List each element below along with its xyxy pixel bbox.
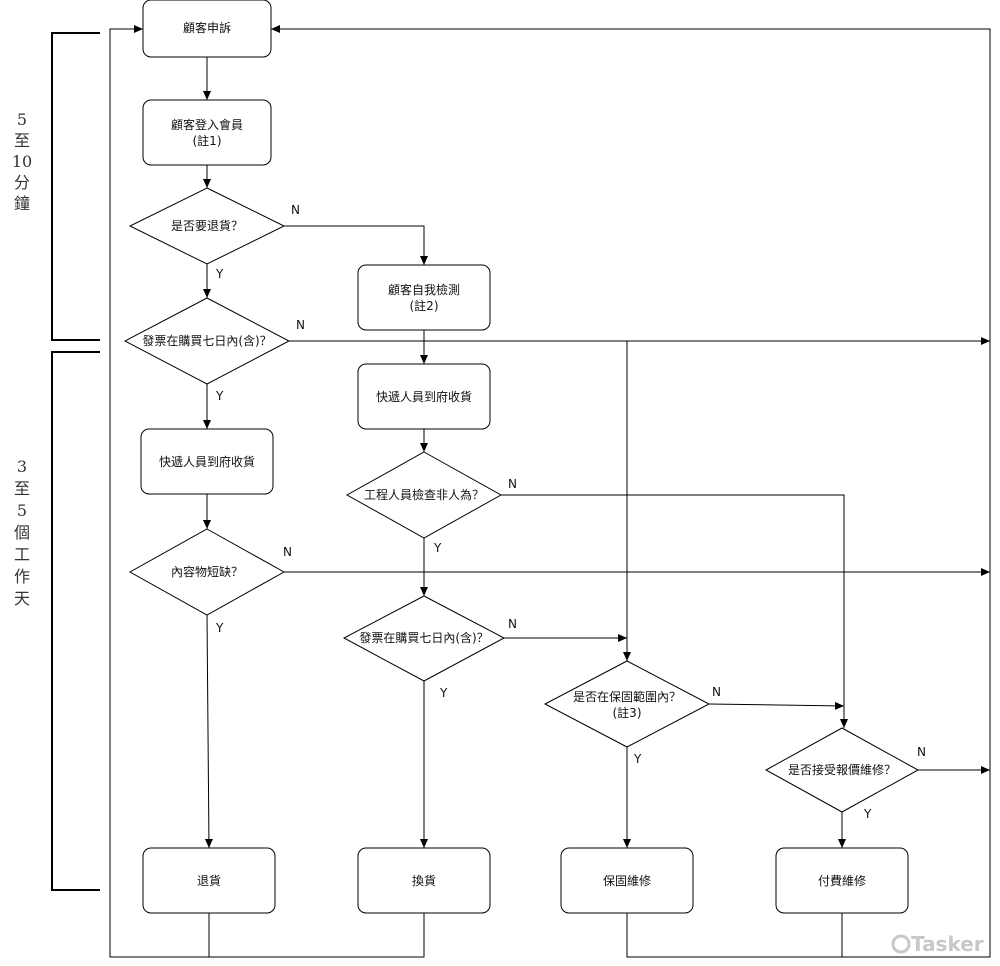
watermark: Tasker	[891, 932, 984, 956]
edge-return-no-selfcheck	[284, 225, 428, 265]
label-quote-no: N	[917, 745, 926, 759]
warranty-decision-note: (註3)	[613, 706, 642, 720]
label-warranty-yes: Y	[633, 752, 642, 766]
label-engineer-no: N	[508, 477, 517, 491]
warranty-repair-node	[560, 847, 694, 914]
return-decision-label: 是否要退貨？	[171, 218, 243, 233]
label-engineer-yes: Y	[433, 541, 442, 555]
quote-decision-label: 是否接受報價維修？	[788, 762, 896, 777]
edge-warranty-no-quote	[708, 701, 845, 710]
invoice2-decision-label: 發票在購買七日內(含)？	[359, 630, 488, 645]
top-time-label-line: 5	[17, 110, 27, 129]
engineer-decision-label: 工程人員檢查非人為？	[364, 487, 484, 502]
bottom-time-bracket	[51, 351, 100, 891]
complaint-node	[142, 0, 272, 58]
courier-mid-node	[357, 363, 491, 430]
courier-left-node	[140, 428, 274, 495]
bottom-time-label-line: 5	[17, 501, 27, 520]
invoice-decision	[123, 297, 291, 385]
top-time-label-line: 至	[14, 131, 30, 150]
watermark-logo-icon	[891, 934, 911, 954]
label-shortage-no: N	[283, 545, 292, 559]
refund-label: 退貨	[197, 873, 221, 888]
shortage-decision	[128, 528, 286, 616]
label-invoice2-yes: Y	[439, 686, 448, 700]
top-time-bracket	[51, 32, 100, 341]
invoice-decision-label: 發票在購買七日內(含)？	[142, 333, 271, 348]
label-shortage-yes: Y	[215, 621, 224, 635]
complaint-label: 顧客申訴	[183, 20, 231, 35]
label-warranty-no: N	[712, 685, 721, 699]
edge-exchange-loop	[209, 913, 425, 958]
edge-right-loop	[271, 25, 991, 958]
selfcheck-node	[357, 264, 491, 331]
bottom-time-label-line: 工	[14, 545, 30, 564]
quote-decision	[764, 727, 920, 813]
paid-repair-label: 付費維修	[818, 873, 866, 888]
exchange-node	[357, 847, 491, 914]
paid-repair-node	[775, 847, 909, 914]
top-time-label-line: 鐘	[14, 194, 30, 213]
bottom-time-label-line: 至	[14, 479, 30, 498]
warranty-repair-label: 保固維修	[603, 873, 651, 888]
return-decision	[128, 187, 286, 265]
top-time-label: 5 至 10 分 鐘	[12, 110, 32, 213]
edge-left-loop	[109, 25, 210, 958]
bottom-time-label-line: 作	[14, 567, 30, 586]
top-time-label-line: 10	[12, 152, 32, 171]
bottom-time-label-line: 天	[14, 589, 30, 608]
login-label: 顧客登入會員	[171, 117, 243, 132]
watermark-text: Tasker	[911, 932, 984, 956]
refund-node	[142, 847, 276, 914]
bottom-time-label-line: 個	[14, 523, 30, 542]
label-invoice-yes: Y	[215, 389, 224, 403]
selfcheck-note: (註2)	[410, 299, 439, 313]
bottom-time-label-line: 3	[17, 457, 27, 476]
label-quote-yes: Y	[863, 807, 872, 821]
login-note: (註1)	[193, 134, 222, 148]
invoice2-decision	[342, 595, 506, 682]
warranty-decision-label: 是否在保固範圍內？	[573, 689, 681, 704]
selfcheck-label: 顧客自我檢測	[388, 282, 460, 297]
edge-shortage-yes-refund	[204, 614, 213, 849]
login-node	[142, 99, 272, 166]
top-time-label-line: 分	[14, 173, 30, 192]
exchange-label: 換貨	[412, 873, 436, 888]
bottom-time-label: 3 至 5 個 工 作 天	[14, 457, 30, 608]
label-invoice2-no: N	[508, 617, 517, 631]
engineer-decision	[345, 451, 503, 539]
shortage-decision-label: 內容物短缺？	[171, 564, 243, 579]
courier-left-label: 快遞人員到府收貨	[159, 454, 255, 469]
edge-engineer-no-quote	[501, 494, 848, 728]
courier-mid-label: 快遞人員到府收貨	[376, 389, 472, 404]
warranty-decision	[543, 660, 711, 748]
label-invoice-no: N	[296, 318, 305, 332]
label-return-yes: Y	[215, 267, 224, 281]
label-return-no: N	[291, 203, 300, 217]
